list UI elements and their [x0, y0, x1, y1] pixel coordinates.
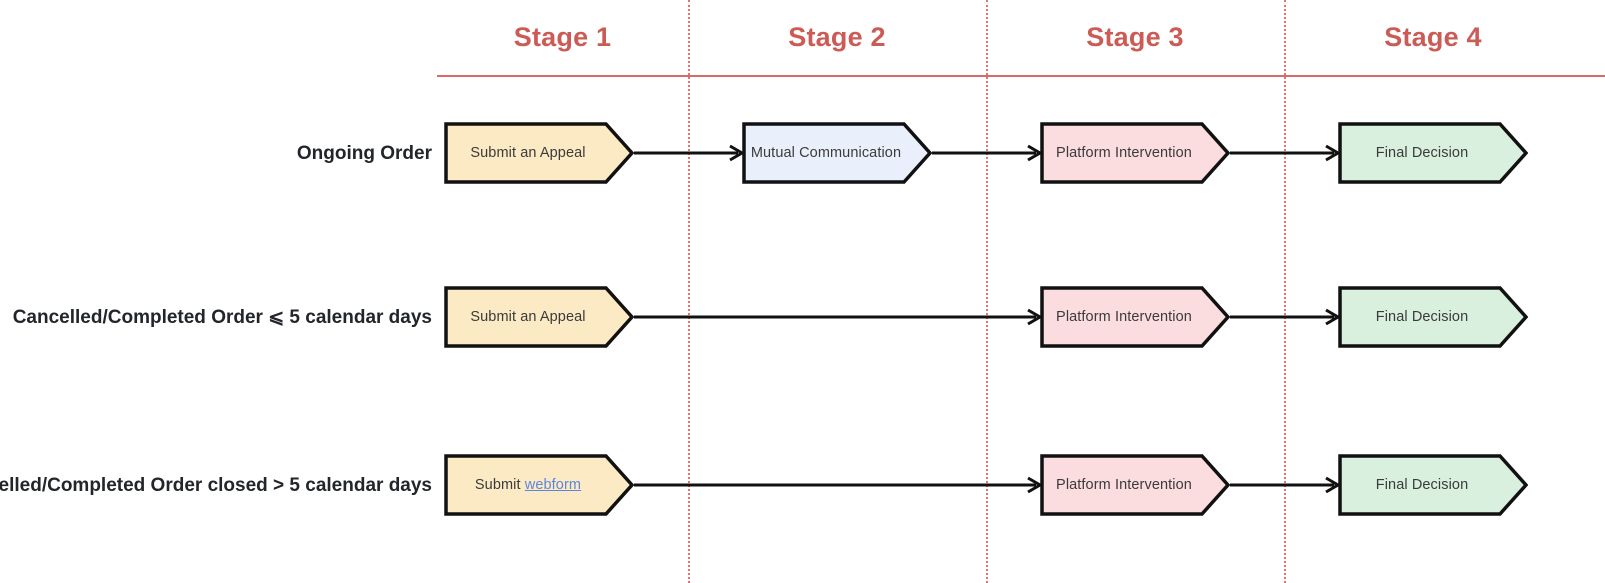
step-ongoing-mutual-communication[interactable]: Mutual Communication: [742, 122, 932, 184]
step-ongoing-platform-intervention[interactable]: Platform Intervention: [1040, 122, 1230, 184]
stage-divider-1: [688, 0, 690, 583]
chevron-shape: [444, 286, 634, 348]
connector-row2-stage3-stage4: [1230, 307, 1342, 327]
step-label: Final Decision: [1375, 477, 1469, 493]
step-gt5days-final-decision[interactable]: Final Decision: [1338, 454, 1528, 516]
connector-row1-stage1-stage2: [634, 143, 746, 163]
step-label-group: Submit webform: [475, 477, 581, 493]
connector-row1-stage3-stage4: [1230, 143, 1342, 163]
stage-header-rule: [437, 75, 1605, 77]
step-label: Final Decision: [1375, 309, 1469, 325]
step-label: Platform Intervention: [1056, 477, 1192, 493]
step-label: Platform Intervention: [1056, 309, 1192, 325]
step-gt5days-submit-webform[interactable]: Submit webform: [444, 454, 634, 516]
step-label: Mutual Communication: [750, 145, 902, 161]
chevron-shape: [444, 454, 634, 516]
step-label: Final Decision: [1375, 145, 1469, 161]
stage-header-4: Stage 4: [1384, 22, 1482, 52]
step-le5days-final-decision[interactable]: Final Decision: [1338, 286, 1528, 348]
step-gt5days-platform-intervention[interactable]: Platform Intervention: [1040, 454, 1230, 516]
chevron-shape: [1040, 286, 1230, 348]
stage-header-3: Stage 3: [1086, 22, 1184, 52]
row-label-ongoing-order: Ongoing Order: [296, 143, 432, 164]
step-label-prefix: Submit: [474, 477, 525, 493]
stage-divider-3: [1284, 0, 1286, 583]
step-ongoing-final-decision[interactable]: Final Decision: [1338, 122, 1528, 184]
stage-header-1: Stage 1: [513, 22, 612, 52]
connector-row3-stage1-stage3: [634, 475, 1044, 495]
connector-row2-stage1-stage3: [634, 307, 1044, 327]
connector-row1-stage2-stage3: [932, 143, 1044, 163]
step-le5days-platform-intervention[interactable]: Platform Intervention: [1040, 286, 1230, 348]
step-label: Platform Intervention: [1056, 145, 1192, 161]
chevron-shape: [742, 122, 932, 184]
step-le5days-submit-appeal[interactable]: Submit an Appeal: [444, 286, 634, 348]
chevron-shape: [444, 122, 634, 184]
step-ongoing-submit-appeal[interactable]: Submit an Appeal: [444, 122, 634, 184]
connector-row3-stage3-stage4: [1230, 475, 1342, 495]
webform-link[interactable]: webform: [524, 477, 582, 493]
chevron-shape: [1338, 454, 1528, 516]
chevron-shape: [1040, 454, 1230, 516]
step-label: Submit an Appeal: [470, 145, 586, 161]
step-label: Submit an Appeal: [470, 309, 586, 325]
chevron-shape: [1338, 122, 1528, 184]
row-label-cancelled-gt-5-days: Cancelled/Completed Order closed > 5 cal…: [0, 475, 432, 496]
chevron-shape: [1338, 286, 1528, 348]
stage-header-2: Stage 2: [788, 22, 886, 52]
stage-divider-2: [986, 0, 988, 583]
row-label-cancelled-le-5-days: Cancelled/Completed Order ⩽ 5 calendar d…: [12, 307, 432, 328]
chevron-shape: [1040, 122, 1230, 184]
